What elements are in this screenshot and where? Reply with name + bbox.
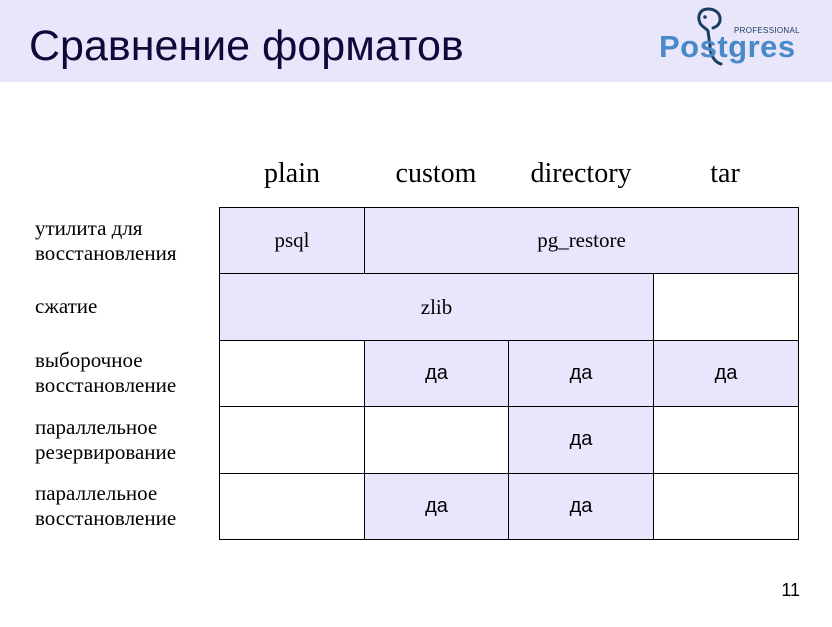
row-label-line: восстановление [35, 506, 177, 530]
row-label-line: утилита для [35, 216, 143, 240]
slide-header: Сравнение форматов PROFESSIONAL Postgres [0, 0, 832, 82]
table-cell [364, 406, 509, 474]
row-label-line: резервирование [35, 440, 177, 464]
table-cell: zlib [219, 273, 654, 341]
logo-wordmark: Postgres [659, 29, 796, 64]
table-cell: да [364, 339, 509, 408]
table-cell [219, 472, 365, 541]
elephant-icon [697, 7, 723, 66]
row-label-line: выборочное [35, 348, 143, 372]
table-cell: да [508, 472, 654, 541]
row-label-1: сжатие [35, 294, 215, 319]
slide-title: Сравнение форматов [29, 22, 464, 70]
page-number: 11 [781, 580, 800, 600]
table-cell [219, 406, 365, 474]
table-row: zlib [219, 273, 800, 341]
table-cell [652, 273, 800, 341]
row-label-line: восстановления [35, 241, 177, 265]
column-header-3: tar [710, 158, 740, 189]
column-header-2: directory [530, 158, 632, 189]
row-label-line: сжатие [35, 294, 98, 318]
table-cell: да [508, 406, 654, 474]
table-row: да [219, 406, 800, 474]
table-cell: да [364, 472, 509, 541]
table-cell: да [508, 339, 654, 408]
row-label-line: восстановление [35, 373, 177, 397]
postgres-professional-logo: PROFESSIONAL Postgres [656, 6, 806, 68]
table-cell: да [652, 339, 800, 408]
column-header-1: custom [395, 158, 477, 189]
row-label-line: параллельное [35, 481, 158, 505]
table-cell [652, 406, 800, 474]
row-label-line: параллельное [35, 415, 158, 439]
table-cell [652, 472, 800, 541]
table-cell: psql [219, 206, 365, 275]
logo-professional-text: PROFESSIONAL [734, 26, 800, 35]
table-cell: pg_restore [363, 206, 800, 275]
column-header-0: plain [264, 158, 320, 189]
table-cell [219, 339, 365, 408]
